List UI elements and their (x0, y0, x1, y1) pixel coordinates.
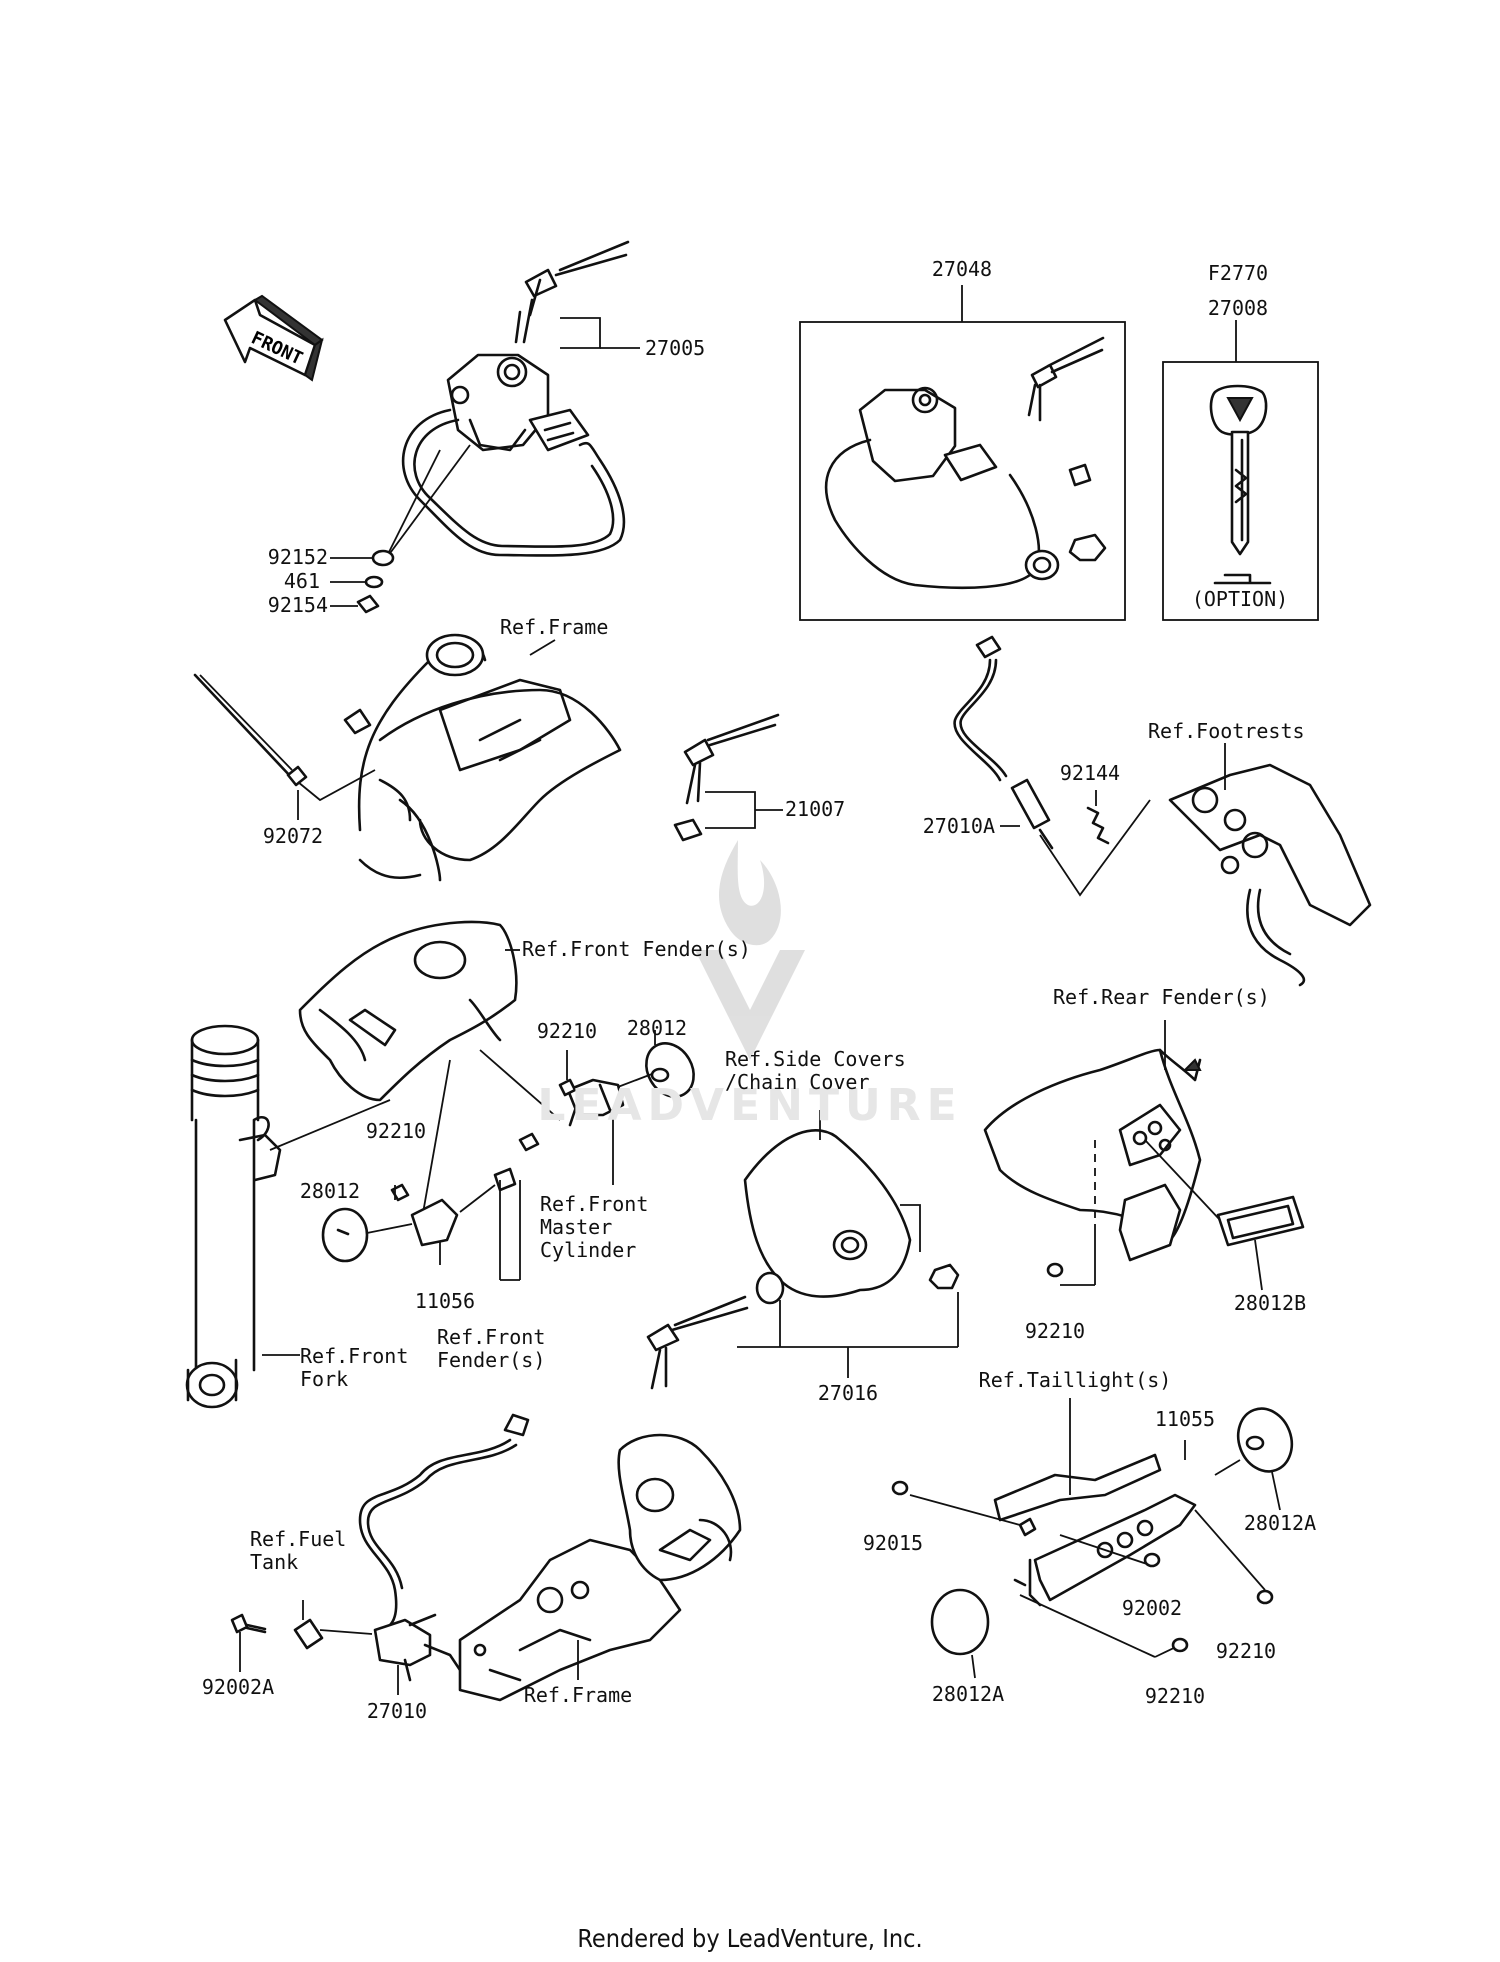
label-92152: 92152 (267, 545, 328, 569)
footer-credit: Rendered by LeadVenture, Inc. (577, 1924, 923, 1953)
front-fork (185, 1024, 391, 1409)
footrest-bracket (1168, 743, 1372, 987)
leadventure-watermark-logo (695, 840, 805, 1060)
nuts-taillight (891, 1480, 1274, 1653)
label-27016: 27016 (817, 1381, 879, 1405)
label-F2770: F2770 (1207, 261, 1269, 285)
label-ref-fuel-tank: Ref.Fuel Tank (250, 1527, 347, 1574)
label-92015: 92015 (862, 1531, 924, 1555)
rear-fender (983, 1020, 1202, 1286)
label-21007: 21007 (785, 797, 846, 821)
master-cylinder-bracket (518, 1050, 625, 1185)
ignition-switch-27005 (330, 240, 640, 614)
label-ref-front-fork: Ref.Front Fork (300, 1344, 409, 1391)
side-cover-lock-27016 (646, 1110, 960, 1390)
label-28012-upper: 28012 (626, 1016, 688, 1040)
label-ref-footrests: Ref.Footrests (1148, 719, 1305, 743)
label-92144: 92144 (1059, 761, 1121, 785)
label-ref-front-master-cylinder: Ref.Front Master Cylinder (540, 1192, 649, 1262)
label-option: (OPTION) (1191, 587, 1289, 611)
label-11055: 11055 (1154, 1407, 1216, 1431)
taillight-bracket-11055 (909, 1398, 1266, 1658)
label-28012A-bottom: 28012A (931, 1682, 1005, 1706)
watermark-text: LEADVENTURE (537, 1080, 963, 1131)
label-ref-front-fender-2: Ref.Front Fender(s) (437, 1325, 546, 1372)
label-92210-left: 92210 (365, 1119, 427, 1143)
ignition-set-27048 (799, 285, 1126, 621)
frame-rear-section (458, 1433, 742, 1702)
label-11056: 11056 (414, 1289, 476, 1313)
bracket-11056 (321, 1167, 521, 1281)
label-28012-lower: 28012 (299, 1179, 361, 1203)
label-27010: 27010 (366, 1699, 428, 1723)
frame-head-section (193, 633, 622, 882)
label-ref-front-fender-1: Ref.Front Fender(s) (522, 937, 751, 961)
front-arrow-icon: FRONT (223, 294, 324, 382)
label-92210-rear: 92210 (1024, 1319, 1086, 1343)
key-set-21007 (673, 713, 783, 842)
cover-cap-28012-upper (609, 1030, 695, 1098)
label-ref-rear-fender: Ref.Rear Fender(s) (1053, 985, 1270, 1009)
label-92210-taillight-right: 92210 (1215, 1639, 1277, 1663)
label-92002: 92002 (1121, 1596, 1183, 1620)
label-ref-frame-top: Ref.Frame (500, 615, 609, 639)
key-blank-27008 (1162, 320, 1319, 621)
label-92210-upper: 92210 (536, 1019, 598, 1043)
label-92072: 92072 (262, 824, 324, 848)
cap-28012A-bottom (930, 1588, 990, 1679)
label-28012A-top: 28012A (1243, 1511, 1317, 1535)
label-28012B: 28012B (1233, 1291, 1307, 1315)
label-ref-taillight: Ref.Taillight(s) (978, 1368, 1172, 1392)
front-fender-bracket (298, 920, 561, 1231)
sensor-27010A (953, 635, 1151, 897)
label-92154: 92154 (267, 593, 328, 617)
label-92210-taillight-bottom: 92210 (1144, 1684, 1206, 1708)
label-27005: 27005 (645, 336, 706, 360)
label-27010A: 27010A (922, 814, 995, 838)
sensor-27010 (230, 1413, 530, 1695)
cap-28012A-top (1236, 1407, 1294, 1511)
label-27008: 27008 (1207, 296, 1269, 320)
label-461: 461 (283, 569, 320, 593)
label-27048: 27048 (931, 257, 993, 281)
reflector-28012B (1144, 1139, 1305, 1291)
label-ref-frame-bottom: Ref.Frame (523, 1683, 633, 1707)
label-ref-side-covers: Ref.Side Covers /Chain Cover (725, 1047, 906, 1094)
label-92002A: 92002A (201, 1675, 275, 1699)
